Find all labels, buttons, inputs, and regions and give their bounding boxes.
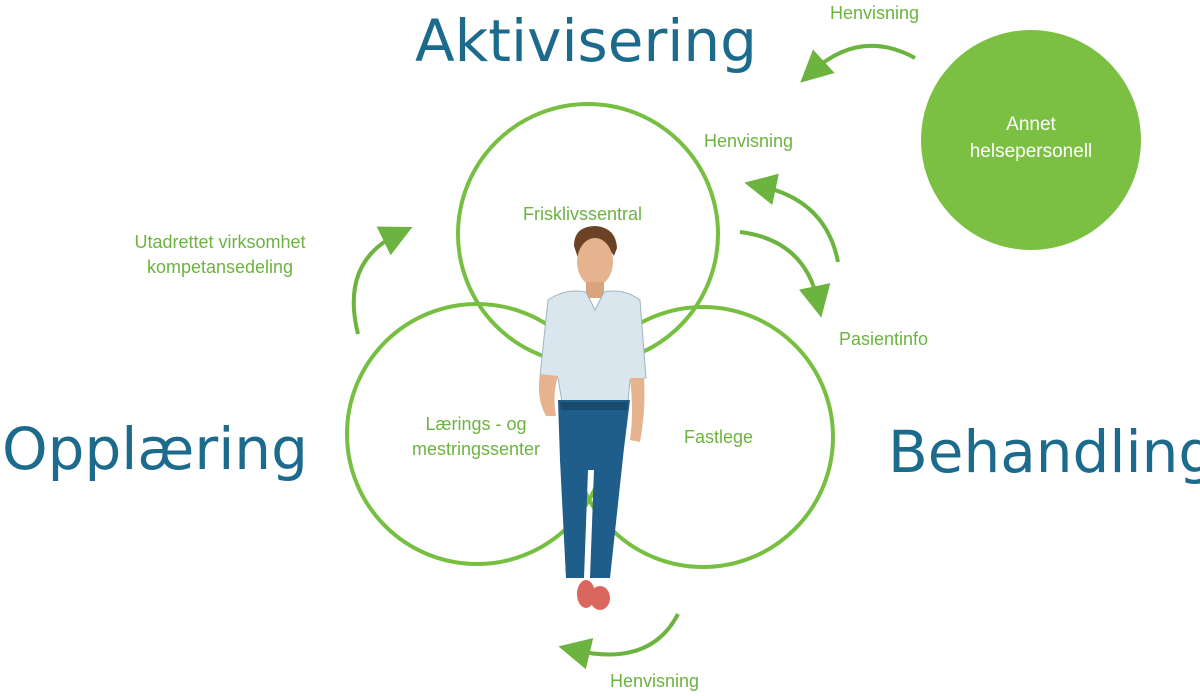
label-pasientinfo: Pasientinfo [839,329,929,349]
label-fastlege: Fastlege [684,427,754,447]
label-frisklivssentral: Frisklivssentral [523,204,643,224]
arrow-pasientinfo [739,230,831,318]
label-laerings-line2: mestringssenter [411,439,541,460]
label-annet-line1: Annet [1006,114,1056,135]
label-utadrettet-line2: kompetansedeling [146,257,294,278]
label-laerings-line1: Lærings - og [425,414,527,434]
arrow-utadrettet [351,226,413,335]
label-annet-helsepersonell: Annet helsepersonell [951,112,1111,165]
label-henvisning-bottom: Henvisning [610,671,700,691]
arrow-henvisning-right [744,173,840,263]
label-utadrettet: Utadrettet virksomhet kompetansedeling [105,230,335,280]
label-henvisning-top: Henvisning [830,3,920,23]
annet-helsepersonell-circle [921,30,1141,250]
label-annet-line2: helsepersonell [969,140,1093,162]
label-laerings-mestringssenter: Lærings - og mestringssenter [400,412,552,462]
label-henvisning-right: Henvisning [704,131,794,151]
arrow-henvisning-top [800,43,916,83]
heading-aktivisering: Aktivisering [415,7,757,75]
heading-opplaering: Opplæring [2,415,308,483]
label-utadrettet-line1: Utadrettet virksomhet [134,232,306,252]
arrow-henvisning-bottom [558,613,680,670]
person-illustration [538,226,647,610]
heading-behandling: Behandling [888,418,1200,486]
